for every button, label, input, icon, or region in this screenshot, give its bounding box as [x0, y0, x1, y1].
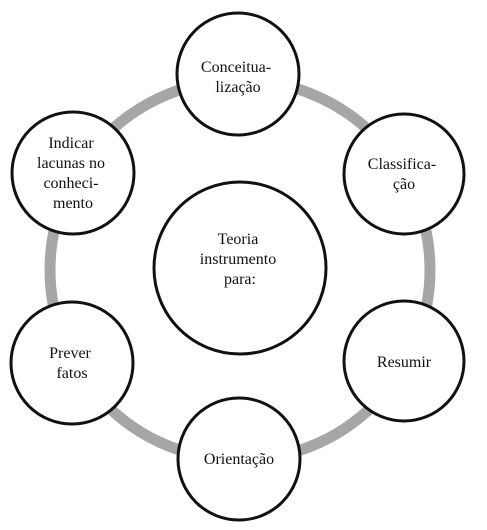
- node-classificacao: Classifica- ção: [342, 112, 466, 236]
- node-classificacao-label: Classifica- ção: [368, 156, 440, 193]
- node-resumir-label: Resumir: [377, 354, 432, 371]
- node-orientacao-label: Orientação: [204, 451, 274, 468]
- node-prever-fatos: Prever fatos: [9, 300, 135, 426]
- node-indicar-lacunas-label: Indicar lacunas no conheci- mento: [37, 135, 109, 212]
- node-indicar-lacunas: Indicar lacunas no conheci- mento: [10, 110, 136, 236]
- node-conceitualizacao: Conceitua- lização: [175, 11, 301, 137]
- node-conceitualizacao-label: Conceitua- lização: [201, 59, 275, 96]
- node-orientacao: Orientação: [176, 396, 302, 522]
- node-prever-fatos-label: Prever fatos: [49, 345, 95, 382]
- center-node: Teoria instrumento para:: [152, 180, 328, 356]
- node-resumir: Resumir: [342, 299, 466, 423]
- center-label: Teoria instrumento para:: [200, 231, 280, 288]
